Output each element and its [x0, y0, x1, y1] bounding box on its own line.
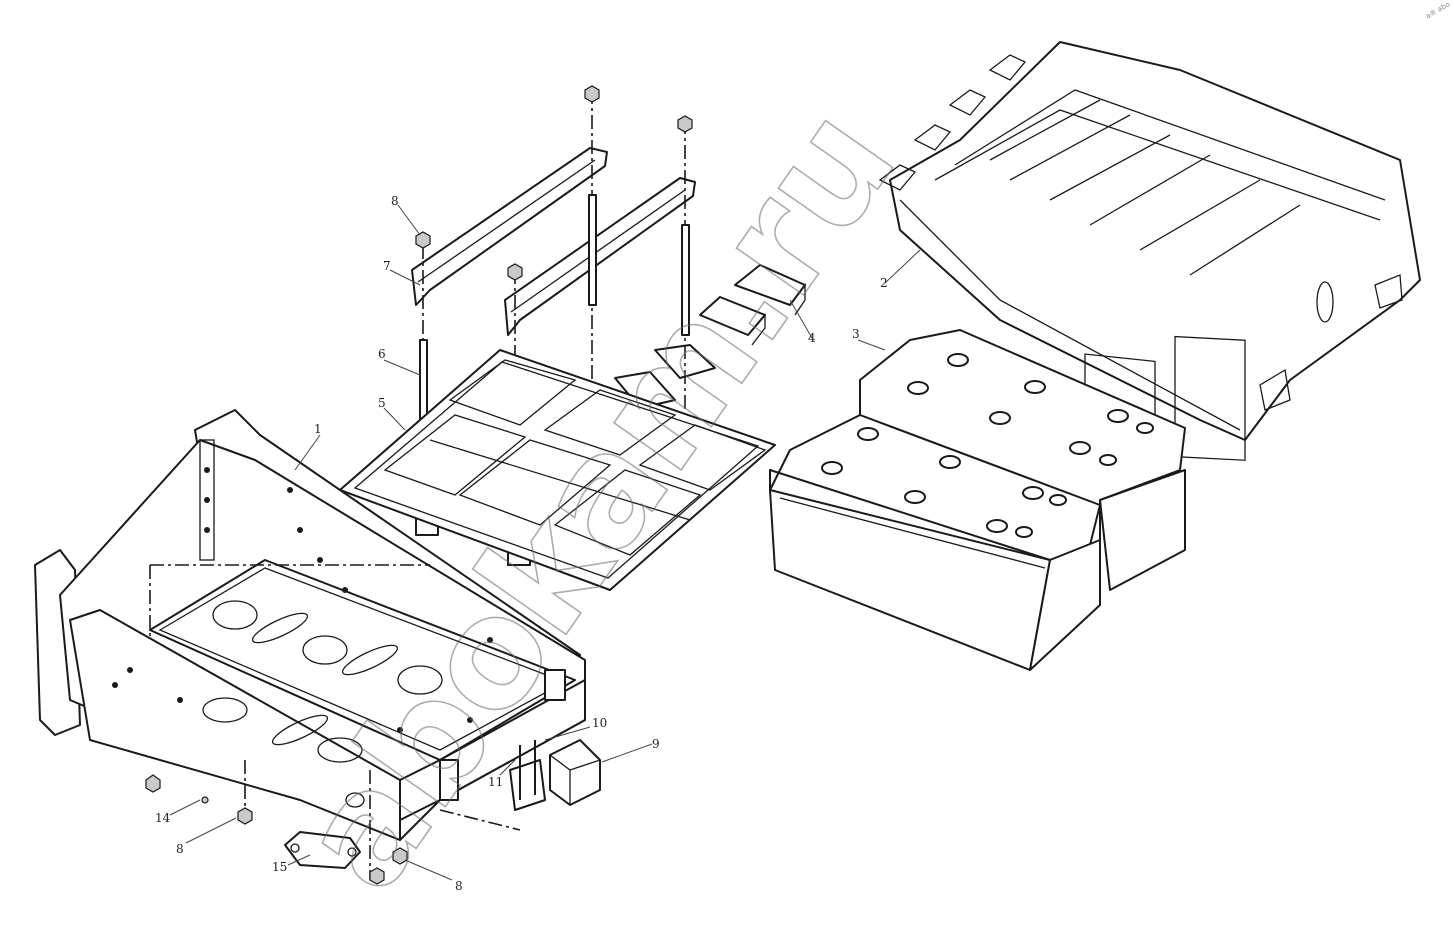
leader-lines [169, 204, 921, 881]
battery-clamp-plates [614, 264, 806, 409]
battery-box [34, 409, 586, 880]
part-label-10: 10 [592, 716, 607, 730]
part-label-8-bottom: 8 [455, 879, 463, 893]
part-label-15: 15 [272, 860, 287, 874]
part-label-2: 2 [880, 276, 888, 290]
part-label-7: 7 [383, 259, 391, 273]
part-label-4: 4 [808, 331, 816, 345]
hold-down-bars [411, 147, 696, 336]
fasteners [145, 774, 408, 885]
part-label-8-left: 8 [176, 842, 184, 856]
part-label-1: 1 [314, 422, 322, 436]
part-label-8-top: 8 [391, 194, 399, 208]
batteries [769, 329, 1186, 671]
battery-tray-frame [339, 349, 776, 591]
part-label-5: 5 [378, 396, 386, 410]
part-label-11: 11 [488, 775, 503, 789]
battery-terminal-caps-front [821, 427, 1067, 538]
part-label-3: 3 [852, 327, 860, 341]
part-label-14: 14 [155, 811, 171, 825]
corner-mark: a® abo [1424, 0, 1451, 20]
part-label-9: 9 [652, 737, 660, 751]
battery-terminal-caps-rear [907, 353, 1154, 466]
part-number-labels: 1 2 3 4 5 6 7 8 8 8 9 10 11 14 15 [155, 194, 888, 893]
terminal-box-assembly [509, 739, 601, 811]
part-label-6: 6 [378, 347, 386, 361]
